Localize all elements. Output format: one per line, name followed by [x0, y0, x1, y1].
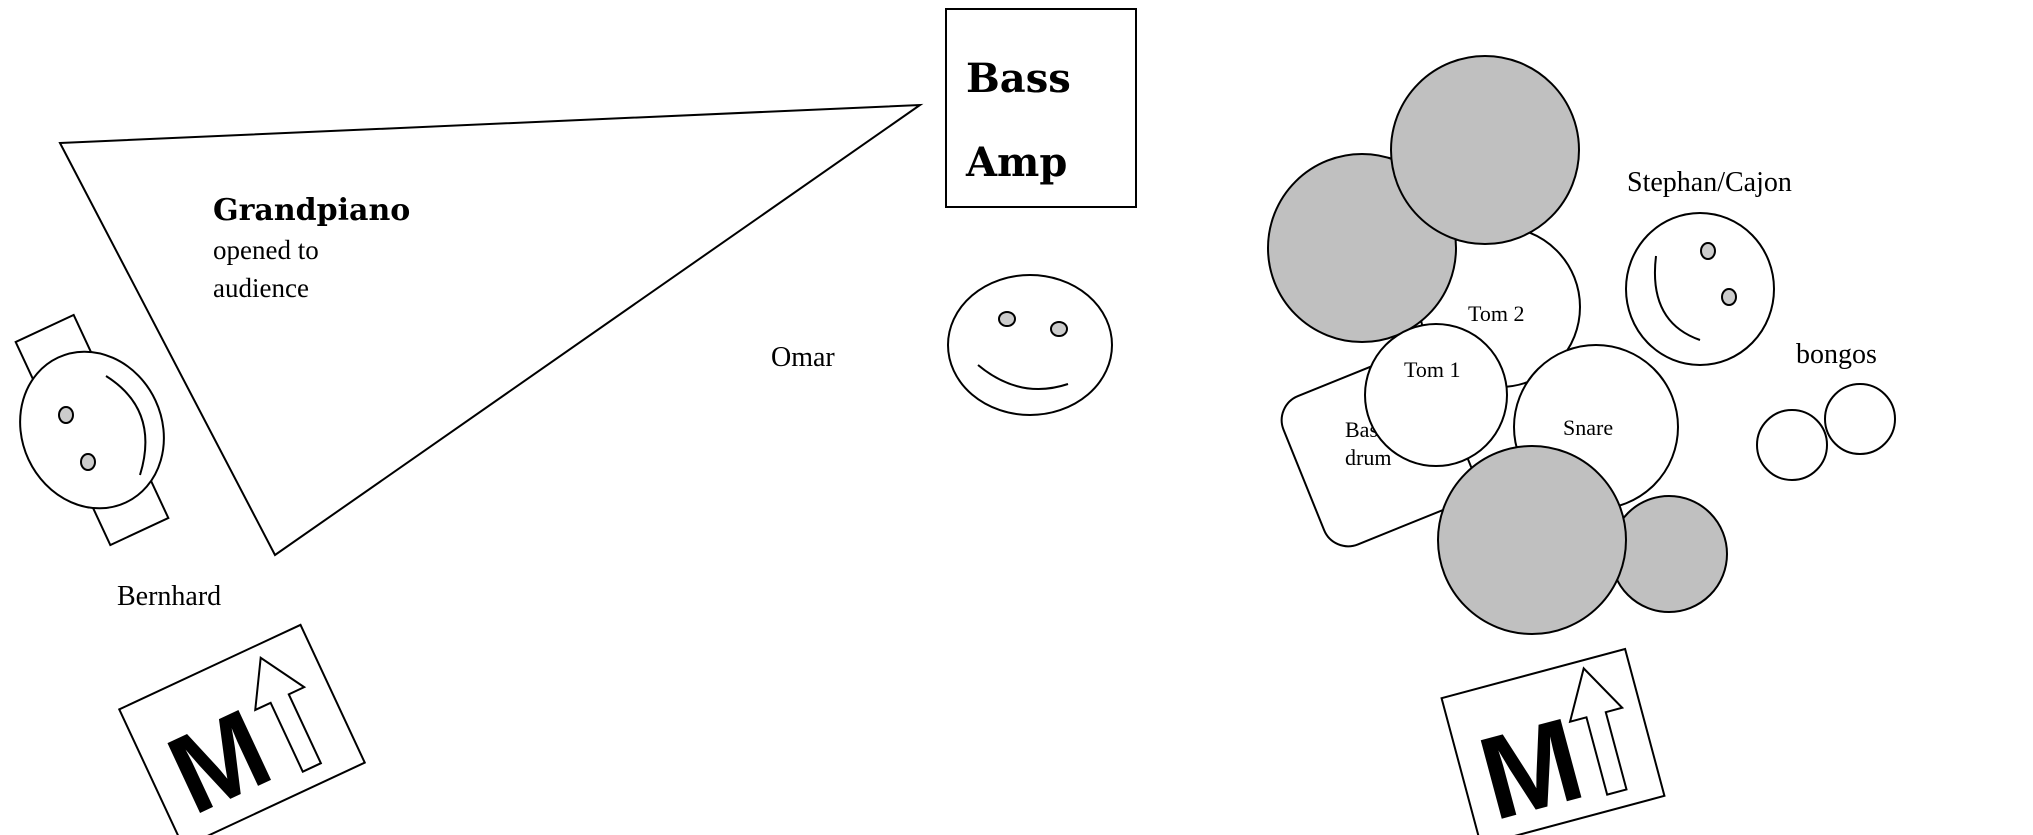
bongos: bongos [1756, 339, 1896, 481]
monitor-right: M [1440, 647, 1666, 835]
snare-label: Snare [1563, 415, 1613, 440]
omar-eye-left [998, 311, 1016, 327]
grandpiano: Grandpiano opened to audience [58, 103, 924, 557]
monitor-right-arrow-icon [1568, 666, 1628, 796]
monitor-left: M [117, 623, 367, 835]
bass-amp: Bass Amp [945, 8, 1137, 208]
omar-face [947, 274, 1113, 416]
omar-smile [977, 364, 1069, 390]
bernhard-person: Bernhard [14, 313, 221, 612]
omar-label: Omar [771, 342, 835, 373]
cymbal-floor [1437, 445, 1627, 635]
grandpiano-subtitle-2: audience [213, 273, 309, 303]
tom-1 [1364, 323, 1508, 467]
grandpiano-outline [58, 103, 924, 557]
bass-drum-label-2: drum [1345, 445, 1391, 470]
omar-person: Omar [771, 274, 1113, 416]
bernhard-eye-bottom [80, 453, 96, 471]
bernhard-eye-top [58, 406, 74, 424]
bernhard-face [19, 350, 165, 510]
monitor-left-arrow-icon [254, 656, 323, 773]
bass-amp-label-1: Bass [966, 55, 1071, 102]
cymbal-ride [1390, 55, 1580, 245]
tom-1-label: Tom 1 [1404, 357, 1461, 382]
tom-2-label: Tom 2 [1468, 301, 1525, 326]
grandpiano-title: Grandpiano [213, 193, 410, 228]
bongo-small [1756, 409, 1828, 481]
bongos-label: bongos [1796, 339, 1877, 370]
stephan-cajon-label: Stephan/Cajon [1627, 167, 1792, 198]
stephan-smile [1654, 255, 1701, 341]
stephan-eye-bottom [1721, 288, 1737, 306]
monitor-left-box [117, 623, 367, 835]
bass-amp-box [945, 8, 1137, 208]
bernhard-label: Bernhard [117, 581, 221, 612]
omar-eye-right [1050, 321, 1068, 337]
stephan-face [1625, 212, 1775, 366]
grandpiano-subtitle-1: opened to [213, 235, 319, 265]
stephan-person: Stephan/Cajon [1625, 167, 1792, 366]
drum-kit: Bass drum Tom 2 Tom 1 Snare [1267, 55, 1728, 635]
stephan-eye-top [1700, 242, 1716, 260]
bass-amp-label-2: Amp [965, 139, 1067, 186]
bongo-large [1824, 383, 1896, 455]
bernhard-smile [105, 375, 147, 476]
cymbal-hihat [1610, 495, 1728, 613]
